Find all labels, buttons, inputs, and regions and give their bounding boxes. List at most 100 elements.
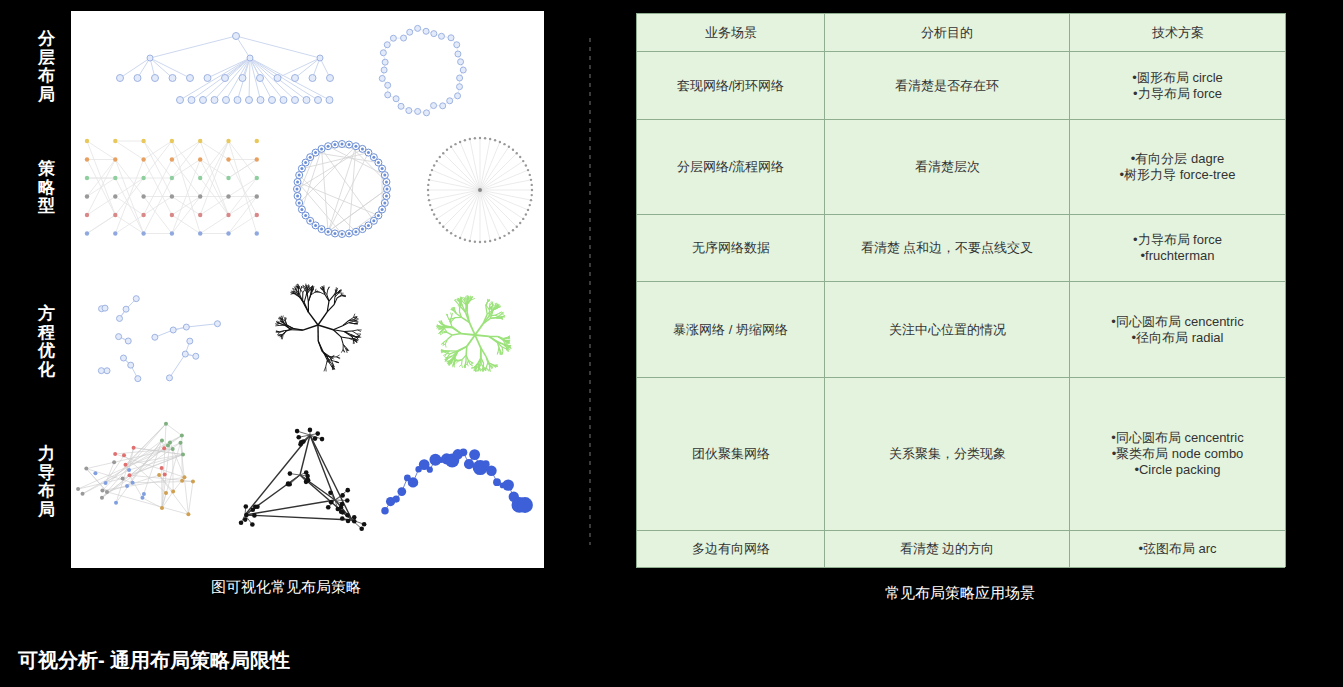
graph-edge: [86, 469, 107, 492]
graph-edge: [443, 332, 447, 333]
graph-edge: [466, 300, 468, 305]
graph-edge: [450, 358, 454, 361]
graph-node: [301, 439, 306, 444]
graph-edge: [444, 340, 448, 343]
graph-edge: [303, 301, 309, 312]
graph-node: [298, 174, 301, 177]
graph-node: [383, 201, 386, 204]
graph-node: [408, 477, 418, 487]
graph-node: [140, 496, 144, 500]
graph-edge: [465, 361, 467, 365]
graph-edge: [87, 160, 115, 197]
graph-edge: [454, 357, 456, 362]
graph-edge: [353, 340, 354, 344]
graph-edge: [478, 364, 479, 368]
graph-node: [178, 441, 182, 445]
graph-edge: [465, 305, 467, 312]
graph-edge: [249, 58, 250, 100]
graph-edge: [498, 336, 503, 339]
graph-node: [246, 97, 253, 104]
graph-edge: [480, 138, 481, 190]
graph-edge: [354, 317, 357, 319]
graph-node: [385, 195, 388, 198]
graph-edge: [279, 321, 282, 323]
graph-node: [503, 235, 505, 237]
graph-edge: [107, 492, 188, 514]
graph-edge: [87, 215, 115, 234]
graph-node: [381, 208, 384, 211]
graph-edge: [480, 190, 532, 191]
graph-node: [320, 228, 323, 231]
graph-node: [226, 213, 230, 217]
graph-edge: [446, 314, 447, 317]
graph-edge: [496, 303, 497, 306]
graph-node: [113, 213, 117, 217]
graph-node: [529, 174, 531, 176]
graph-edge: [280, 321, 283, 322]
table-rule: [636, 13, 637, 567]
graph-edge: [489, 336, 497, 342]
graph-edge: [443, 153, 480, 190]
graph-node: [85, 176, 89, 180]
graph-edge: [507, 337, 510, 338]
graph-node: [141, 213, 145, 217]
graph-edge: [500, 317, 503, 319]
graph-edge: [455, 317, 461, 319]
graph-edge: [454, 307, 455, 310]
graph-edge: [477, 368, 478, 371]
graph-node: [361, 147, 364, 150]
graph-node: [382, 59, 388, 65]
graph-edge: [480, 190, 500, 238]
graph-node: [233, 33, 240, 40]
table-text: •有向分层 dagre: [1131, 151, 1224, 167]
graph-edge: [335, 361, 339, 362]
graph-edge: [445, 326, 452, 328]
graph-edge: [497, 316, 502, 317]
graph-node: [427, 184, 429, 186]
graph-edge: [503, 339, 507, 341]
graph-node: [198, 139, 202, 143]
graph-edge: [318, 312, 327, 325]
table-text: 关注中心位置的情况: [889, 322, 1006, 338]
graph-edge: [358, 330, 361, 332]
graph-node: [345, 488, 350, 493]
graph-node: [141, 194, 145, 198]
graph-edge: [487, 299, 489, 302]
graph-edge: [312, 289, 314, 292]
graph-node: [141, 157, 145, 161]
graph-node: [132, 446, 136, 450]
graph-edge: [352, 331, 357, 334]
graph-node: [286, 482, 291, 487]
table-cell: 分析目的: [825, 14, 1069, 51]
graph-edge: [322, 286, 324, 289]
graph-node: [141, 231, 145, 235]
graph-edge: [229, 141, 257, 234]
table-text: •力导布局 force: [1133, 86, 1222, 102]
graph-node: [255, 157, 259, 161]
graph-edge: [494, 365, 496, 368]
graph-edge: [467, 364, 468, 367]
graph-edge: [502, 352, 503, 355]
graph-node: [211, 97, 218, 104]
table-text: •同心圆布局 cencentric: [1111, 314, 1243, 330]
graph-edge: [331, 366, 334, 370]
graph-node: [177, 97, 184, 104]
graph-node: [120, 355, 126, 361]
graph-edge: [172, 141, 200, 234]
graph-node: [122, 453, 126, 457]
graph-node: [464, 459, 474, 469]
graph-edge: [115, 160, 143, 234]
graph-edge: [144, 141, 172, 160]
graph-edge: [357, 337, 361, 338]
graph-edge: [441, 350, 445, 351]
graph-edge: [343, 344, 346, 348]
graph-edge: [172, 160, 200, 179]
graph-edge: [203, 58, 250, 100]
graph-node: [459, 237, 461, 239]
graph-node: [423, 28, 429, 34]
graph-edge: [200, 141, 228, 215]
graph-node: [362, 522, 367, 527]
table-text: 分析目的: [921, 25, 973, 41]
graph-edge: [229, 178, 257, 215]
graph-edge: [304, 295, 306, 302]
